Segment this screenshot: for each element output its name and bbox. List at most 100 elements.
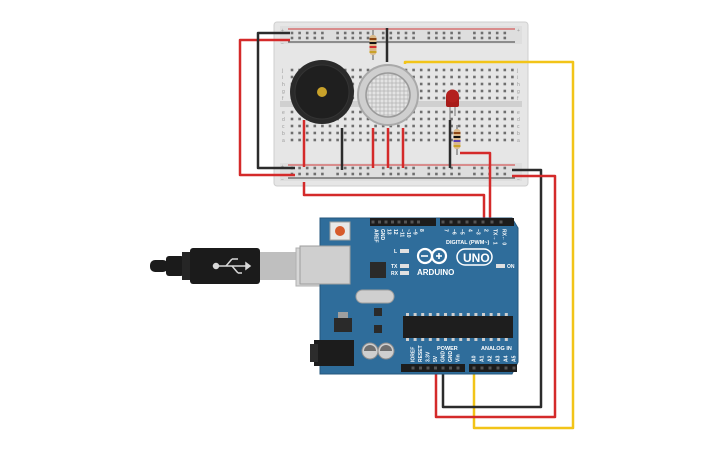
breadboard-hole[interactable] bbox=[503, 110, 507, 114]
breadboard-hole[interactable] bbox=[298, 117, 301, 121]
breadboard-hole[interactable] bbox=[290, 75, 294, 79]
breadboard-hole[interactable] bbox=[511, 89, 514, 93]
rail-hole[interactable] bbox=[412, 31, 415, 35]
breadboard-hole[interactable] bbox=[305, 131, 309, 135]
breadboard-hole[interactable] bbox=[457, 117, 461, 121]
breadboard-hole[interactable] bbox=[442, 110, 446, 114]
power-pin[interactable] bbox=[426, 366, 430, 370]
rail-hole[interactable] bbox=[442, 166, 446, 170]
breadboard-hole[interactable] bbox=[313, 124, 317, 128]
breadboard-hole[interactable] bbox=[511, 110, 514, 114]
red-led[interactable] bbox=[446, 89, 459, 121]
breadboard-hole[interactable] bbox=[488, 82, 491, 86]
breadboard-hole[interactable] bbox=[457, 68, 461, 72]
breadboard-hole[interactable] bbox=[412, 75, 415, 79]
breadboard-hole[interactable] bbox=[480, 131, 484, 135]
breadboard-hole[interactable] bbox=[503, 124, 507, 128]
rail-hole[interactable] bbox=[397, 166, 400, 170]
breadboard-hole[interactable] bbox=[511, 75, 514, 79]
wire-black-gnd[interactable] bbox=[441, 168, 543, 409]
breadboard-hole[interactable] bbox=[366, 117, 370, 121]
header-pin[interactable] bbox=[457, 220, 461, 224]
rail-hole[interactable] bbox=[457, 31, 461, 35]
breadboard-hole[interactable] bbox=[457, 82, 461, 86]
rail-hole[interactable] bbox=[381, 31, 385, 35]
breadboard-hole[interactable] bbox=[480, 89, 484, 93]
breadboard-hole[interactable] bbox=[427, 96, 431, 100]
breadboard-hole[interactable] bbox=[419, 117, 423, 121]
rail-hole[interactable] bbox=[503, 166, 507, 170]
breadboard-hole[interactable] bbox=[419, 124, 423, 128]
rail-hole[interactable] bbox=[305, 36, 309, 40]
breadboard-hole[interactable] bbox=[351, 68, 355, 72]
breadboard-hole[interactable] bbox=[442, 89, 446, 93]
breadboard-hole[interactable] bbox=[465, 96, 469, 100]
rail-hole[interactable] bbox=[313, 31, 317, 35]
breadboard-hole[interactable] bbox=[435, 124, 438, 128]
breadboard-hole[interactable] bbox=[450, 110, 453, 114]
breadboard-hole[interactable] bbox=[435, 138, 438, 142]
breadboard-hole[interactable] bbox=[359, 110, 362, 114]
breadboard-hole[interactable] bbox=[480, 68, 484, 72]
header-pin[interactable] bbox=[404, 220, 407, 224]
breadboard-hole[interactable] bbox=[290, 138, 294, 142]
breadboard-hole[interactable] bbox=[381, 138, 385, 142]
rail-hole[interactable] bbox=[503, 172, 507, 176]
breadboard-hole[interactable] bbox=[442, 124, 446, 128]
rail-hole[interactable] bbox=[336, 166, 339, 170]
breadboard-hole[interactable] bbox=[442, 82, 446, 86]
breadboard-hole[interactable] bbox=[328, 131, 332, 135]
rail-hole[interactable] bbox=[488, 36, 491, 40]
rail-hole[interactable] bbox=[389, 36, 393, 40]
breadboard-hole[interactable] bbox=[473, 124, 476, 128]
breadboard-hole[interactable] bbox=[328, 138, 332, 142]
rail-hole[interactable] bbox=[321, 172, 324, 176]
rail-hole[interactable] bbox=[412, 36, 415, 40]
wire-red-pin2[interactable] bbox=[460, 151, 492, 222]
rail-hole[interactable] bbox=[397, 172, 400, 176]
analog-pin[interactable] bbox=[488, 366, 492, 370]
header-pin[interactable] bbox=[410, 220, 414, 224]
breadboard-hole[interactable] bbox=[389, 131, 393, 135]
rail-hole[interactable] bbox=[435, 31, 438, 35]
breadboard-hole[interactable] bbox=[503, 75, 507, 79]
header-pin[interactable] bbox=[473, 220, 477, 224]
breadboard-hole[interactable] bbox=[465, 138, 469, 142]
analog-pin[interactable] bbox=[496, 366, 500, 370]
rail-hole[interactable] bbox=[435, 36, 438, 40]
rail-hole[interactable] bbox=[313, 166, 317, 170]
breadboard-hole[interactable] bbox=[473, 82, 476, 86]
header-pin[interactable] bbox=[481, 220, 485, 224]
breadboard-hole[interactable] bbox=[480, 110, 484, 114]
analog-pin[interactable] bbox=[472, 366, 476, 370]
rail-hole[interactable] bbox=[404, 172, 408, 176]
breadboard-hole[interactable] bbox=[488, 117, 491, 121]
breadboard-hole[interactable] bbox=[435, 89, 438, 93]
wire-red-5v[interactable] bbox=[434, 174, 557, 419]
breadboard-hole[interactable] bbox=[435, 131, 438, 135]
breadboard-hole[interactable] bbox=[442, 131, 446, 135]
rail-hole[interactable] bbox=[427, 36, 431, 40]
rail-hole[interactable] bbox=[412, 166, 415, 170]
rail-hole[interactable] bbox=[427, 172, 431, 176]
breadboard-hole[interactable] bbox=[480, 96, 484, 100]
breadboard-hole[interactable] bbox=[343, 131, 347, 135]
rail-hole[interactable] bbox=[442, 36, 446, 40]
breadboard-hole[interactable] bbox=[351, 110, 355, 114]
rail-hole[interactable] bbox=[442, 172, 446, 176]
rail-hole[interactable] bbox=[366, 31, 370, 35]
rail-hole[interactable] bbox=[480, 166, 484, 170]
rail-hole[interactable] bbox=[359, 172, 362, 176]
breadboard-hole[interactable] bbox=[381, 131, 385, 135]
breadboard-hole[interactable] bbox=[290, 117, 294, 121]
wire-black-left[interactable] bbox=[256, 31, 295, 170]
breadboard-hole[interactable] bbox=[419, 138, 423, 142]
header-pin[interactable] bbox=[384, 220, 388, 224]
rail-hole[interactable] bbox=[488, 31, 491, 35]
breadboard-hole[interactable] bbox=[374, 131, 377, 135]
rail-hole[interactable] bbox=[305, 31, 309, 35]
rail-hole[interactable] bbox=[473, 172, 476, 176]
breadboard-hole[interactable] bbox=[503, 138, 507, 142]
rail-hole[interactable] bbox=[381, 172, 385, 176]
breadboard-hole[interactable] bbox=[427, 82, 431, 86]
